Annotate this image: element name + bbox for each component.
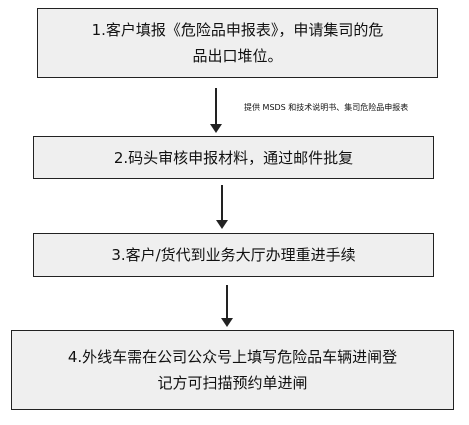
step-4-text: 4.外线车需在公司公众号上填写危险品车辆进闸登 记方可扫描预约单进闸 (67, 348, 398, 392)
arrow-step-2-to-3 (216, 185, 228, 230)
arrow-head-icon (210, 124, 222, 133)
step-3-text: 3.客户/货代到业务大厅办理重进手续 (111, 246, 356, 264)
step-1-text: 1.客户填报《危险品申报表》，申请集司的危 品出口堆位。 (91, 21, 384, 65)
arrow-step-3-to-4 (221, 285, 233, 328)
arrow-shaft (215, 88, 217, 125)
arrow-shaft (221, 185, 223, 221)
step-2-box: 2.码头审核申报材料，通过邮件批复 (33, 136, 434, 179)
arrow-step-1-to-2 (210, 88, 222, 133)
arrow-head-icon (216, 220, 228, 229)
arrow-shaft (226, 285, 228, 319)
step-2-text: 2.码头审核申报材料，通过邮件批复 (113, 148, 354, 167)
step-1-box: 1.客户填报《危险品申报表》，申请集司的危 品出口堆位。 (37, 8, 438, 78)
arrow-head-icon (221, 318, 233, 327)
step-4-box: 4.外线车需在公司公众号上填写危险品车辆进闸登 记方可扫描预约单进闸 (11, 330, 454, 410)
step-1-annotation: 提供 MSDS 和技术说明书、集司危险品申报表 (244, 103, 409, 112)
step-3-box: 3.客户/货代到业务大厅办理重进手续 (33, 233, 434, 277)
